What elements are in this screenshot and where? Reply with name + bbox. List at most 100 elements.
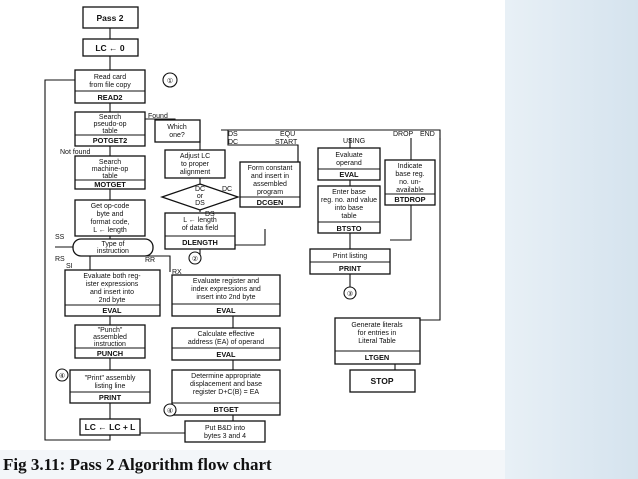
svg-text:Evaluate: Evaluate (335, 152, 362, 159)
edge-labels: Found Not found DS DC DC DS EQU START US… (55, 113, 435, 276)
box-machine-op: Search machine-op table MOTGET (74, 155, 146, 190)
svg-text:L ← length: L ← length (183, 217, 217, 224)
svg-text:base reg.: base reg. (395, 171, 424, 178)
edge-label-end: END (420, 131, 435, 138)
box-put-bd: Put B&D into bytes 3 and 4 (184, 420, 266, 443)
diagram-area: Pass 2 LC ← 0 Read card from file copy R… (0, 0, 505, 450)
svg-text:Generate literals: Generate literals (351, 322, 403, 329)
svg-text:one?: one? (169, 132, 185, 139)
svg-text:Search: Search (99, 159, 121, 166)
box-print-line: "Print" assembly listing line PRINT (69, 369, 151, 404)
box-stop: STOP (349, 369, 416, 393)
svg-text:"Print" assembly: "Print" assembly (85, 375, 136, 382)
box-read-card: Read card from file copy READ2 (74, 69, 146, 104)
svg-text:operand: operand (336, 160, 362, 167)
svg-text:EVAL: EVAL (102, 306, 122, 315)
box-pseudo-op: Search pseudo-op table POTGET2 (74, 111, 146, 147)
box-lc-increment: LC ← LC + L (79, 418, 141, 436)
svg-text:Put B&D into: Put B&D into (205, 425, 245, 432)
svg-text:listing line: listing line (95, 383, 126, 390)
edge-label-using: USING (343, 138, 365, 145)
edge-label-dc-mid: DC (222, 186, 232, 193)
svg-text:EVAL: EVAL (216, 306, 236, 315)
box-punch: "Punch" assembled instruction PUNCH (74, 324, 146, 359)
edge-label-ss: SS (55, 234, 65, 241)
edge-label-start: START (275, 139, 298, 146)
svg-text:BTSTO: BTSTO (337, 224, 362, 233)
edge-label-rx: RX (172, 269, 182, 276)
svg-text:reg. no. and value: reg. no. and value (321, 197, 377, 204)
svg-text:assembled: assembled (253, 181, 287, 188)
svg-text:Evaluate register and: Evaluate register and (193, 278, 259, 285)
svg-text:④: ④ (167, 407, 173, 415)
connector-1: ① (162, 72, 178, 88)
svg-text:Type of: Type of (102, 241, 125, 248)
connector-3: ③ (343, 286, 357, 300)
box-evaluate-operand: Evaluate operand EVAL (317, 147, 381, 181)
box-determine-displacement: Determine appropriate displacement and b… (171, 369, 281, 416)
box-enter-base: Enter base reg. no. and value into base … (317, 185, 381, 234)
svg-text:of data field: of data field (182, 225, 218, 232)
svg-text:PRINT: PRINT (339, 264, 362, 273)
figure-caption: Fig 3.11: Pass 2 Algorithm flow chart (3, 455, 272, 474)
svg-text:byte and: byte and (97, 211, 124, 218)
svg-text:LC ← LC + L: LC ← LC + L (85, 422, 136, 432)
svg-text:and insert in: and insert in (251, 173, 289, 180)
svg-text:Adjust LC: Adjust LC (180, 153, 210, 160)
edge-label-drop: DROP (393, 131, 414, 138)
flowchart: Pass 2 LC ← 0 Read card from file copy R… (44, 6, 441, 443)
edge-label-rs: RS (55, 256, 65, 263)
box-eval-rr: Evaluate both reg- ister expressions and… (64, 269, 161, 317)
box-generate-literals: Generate literals for entries in Literal… (334, 317, 421, 365)
svg-text:Evaluate both reg-: Evaluate both reg- (83, 273, 141, 280)
svg-text:assembled: assembled (93, 334, 127, 341)
edge-label-ds-top: DS (228, 131, 238, 138)
svg-text:Search: Search (99, 114, 121, 121)
svg-text:READ2: READ2 (97, 93, 122, 102)
svg-text:Calculate effective: Calculate effective (197, 331, 254, 338)
box-calc-ea: Calculate effective address (EA) of oper… (171, 327, 281, 361)
svg-text:DLENGTH: DLENGTH (182, 238, 218, 247)
svg-text:to proper: to proper (181, 161, 210, 168)
svg-text:alignment: alignment (180, 169, 210, 176)
box-pass2: Pass 2 (82, 6, 139, 29)
svg-text:machine-op: machine-op (92, 166, 129, 173)
svg-text:Print listing: Print listing (333, 253, 367, 260)
box-print-listing: Print listing PRINT (309, 248, 391, 275)
svg-text:table: table (102, 128, 117, 135)
edge-label-ds-mid: DS (205, 211, 215, 218)
edge-label-rr: RR (145, 257, 155, 264)
svg-text:③: ③ (347, 290, 353, 298)
svg-text:DC: DC (195, 186, 205, 193)
connector-2: ② (188, 251, 202, 265)
slide-side-decoration (505, 0, 638, 479)
flow-lines (44, 28, 441, 441)
svg-text:from file copy: from file copy (89, 82, 131, 89)
svg-text:DCGEN: DCGEN (257, 198, 284, 207)
box-form-constant: Form constant and insert in assembled pr… (239, 161, 301, 208)
svg-text:into base: into base (335, 205, 364, 212)
svg-text:table: table (341, 213, 356, 220)
svg-text:pseudo-op: pseudo-op (93, 121, 126, 128)
svg-text:BTDROP: BTDROP (394, 195, 425, 204)
svg-text:Indicate: Indicate (398, 163, 423, 170)
decision-type-of-instruction: Type of instruction (72, 238, 154, 257)
caption-bar (0, 450, 505, 479)
svg-text:④: ④ (59, 372, 65, 380)
svg-text:displacement and base: displacement and base (190, 381, 262, 388)
svg-text:Form constant: Form constant (248, 165, 293, 172)
svg-text:LTGEN: LTGEN (365, 353, 390, 362)
svg-text:Enter base: Enter base (332, 189, 366, 196)
svg-text:format code,: format code, (91, 219, 130, 226)
svg-text:"Punch": "Punch" (98, 327, 123, 334)
svg-text:or: or (197, 193, 204, 200)
connector-4a: ④ (55, 368, 69, 382)
svg-text:bytes 3 and 4: bytes 3 and 4 (204, 433, 246, 440)
decision-dc-ds: DC or DS (159, 183, 241, 211)
svg-text:PUNCH: PUNCH (97, 349, 123, 358)
svg-text:table: table (102, 173, 117, 180)
box-indicate-base: Indicate base reg. no. un- available BTD… (384, 159, 436, 206)
svg-text:no. un-: no. un- (399, 179, 421, 186)
svg-text:address (EA) of operand: address (EA) of operand (188, 339, 264, 346)
svg-text:DS: DS (195, 200, 205, 207)
